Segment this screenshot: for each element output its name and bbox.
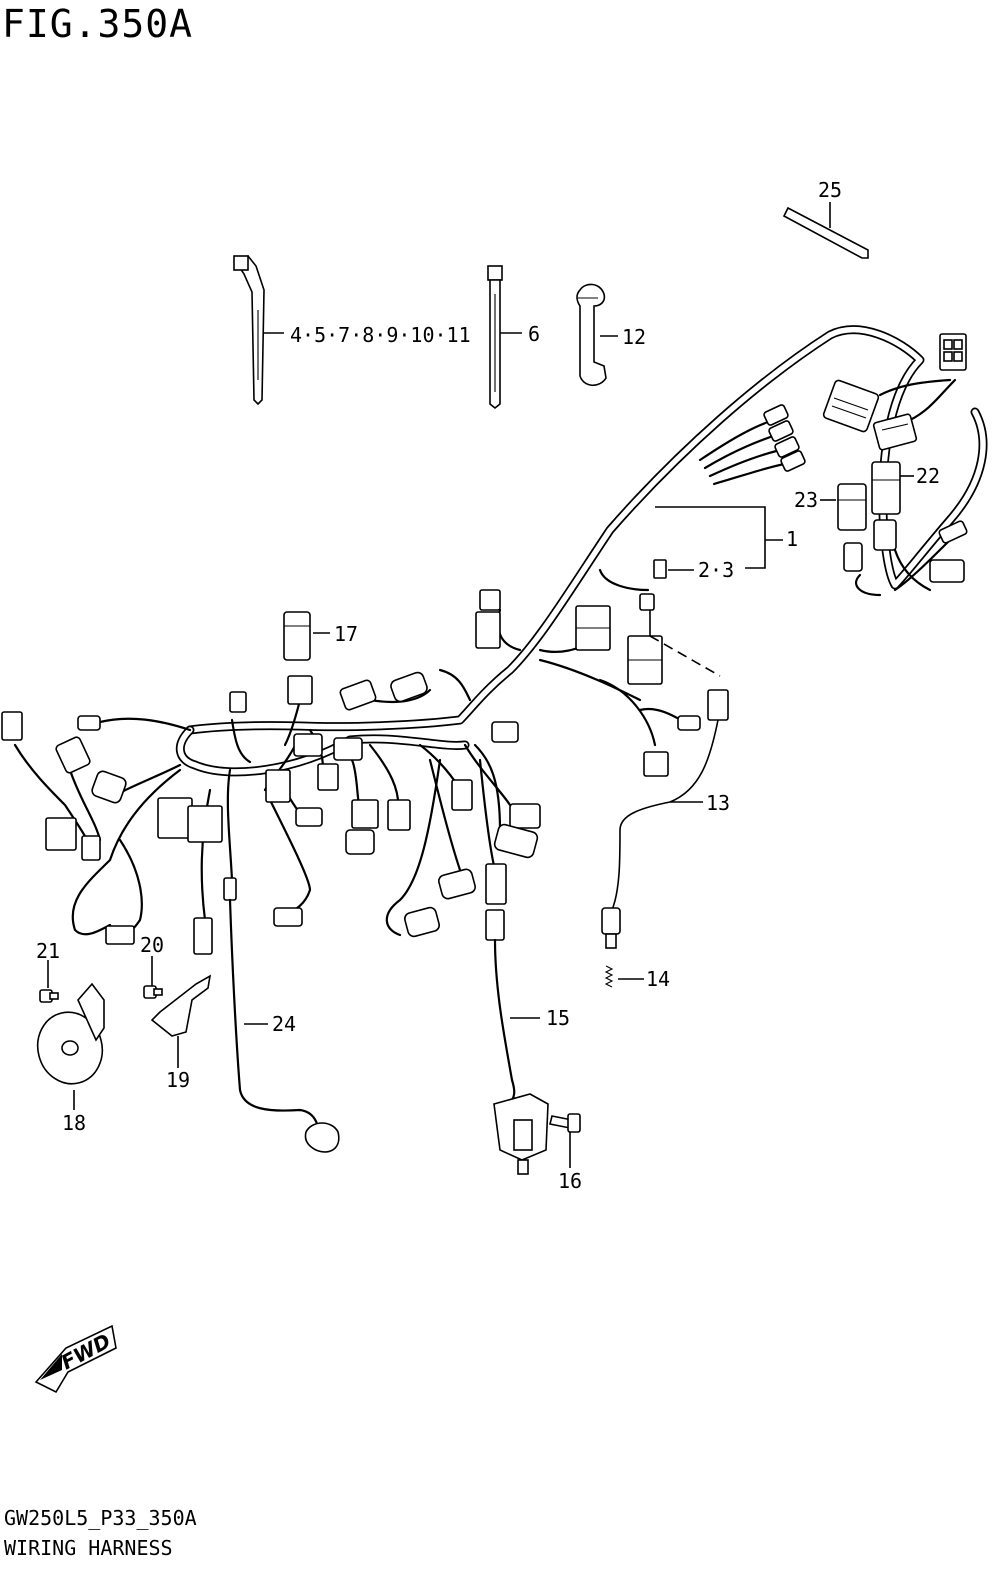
horn-18 — [36, 982, 105, 1085]
callout-13: 13 — [706, 791, 730, 815]
callout-17: 17 — [334, 622, 358, 646]
section-name: WIRING HARNESS — [4, 1536, 173, 1560]
callout-14: 14 — [646, 967, 670, 991]
lead-24 — [228, 898, 340, 1153]
callout-23: 23 — [794, 488, 818, 512]
strip-25 — [782, 206, 869, 259]
callout-16: 16 — [558, 1169, 582, 1193]
callout-1: 1 — [786, 527, 798, 551]
callout-6: 6 — [528, 322, 540, 346]
callout-22: 22 — [916, 464, 940, 488]
main-harness-trunk — [176, 325, 988, 777]
callout-25: 25 — [818, 178, 842, 202]
callout-19: 19 — [166, 1068, 190, 1092]
callout-leaders — [47, 202, 914, 1168]
switch-15 — [493, 938, 549, 1175]
fuse-2-3 — [653, 559, 667, 579]
bolt-21 — [39, 989, 59, 1003]
bolt-20 — [143, 985, 163, 999]
cable-tie-4-11 — [233, 254, 265, 406]
bolt-16 — [549, 1113, 581, 1133]
callout-12: 12 — [622, 325, 646, 349]
harness-branches — [13, 378, 962, 940]
connector-17 — [283, 611, 311, 661]
connector-23 — [837, 483, 867, 531]
callout-15: 15 — [546, 1006, 570, 1030]
cable-tie-6 — [487, 265, 503, 410]
spring-14 — [604, 965, 614, 988]
callout-2-3: 2·3 — [698, 558, 734, 582]
callout-24: 24 — [272, 1012, 296, 1036]
callout-20: 20 — [140, 933, 164, 957]
harness-connectors — [1, 333, 968, 955]
callout-21: 21 — [36, 939, 60, 963]
bracket-19 — [150, 974, 212, 1037]
sensor-13 — [601, 907, 621, 949]
model-code: GW250L5_P33_350A — [4, 1506, 197, 1530]
callout-4-11: 4·5·7·8·9·10·11 — [290, 323, 471, 347]
fwd-direction-arrow — [34, 1324, 117, 1394]
clamp-12 — [576, 283, 607, 387]
callout-18: 18 — [62, 1111, 86, 1135]
connector-22 — [871, 461, 901, 515]
figure-title: FIG.350A — [2, 2, 194, 46]
fwd-label: FWD — [57, 1329, 114, 1375]
